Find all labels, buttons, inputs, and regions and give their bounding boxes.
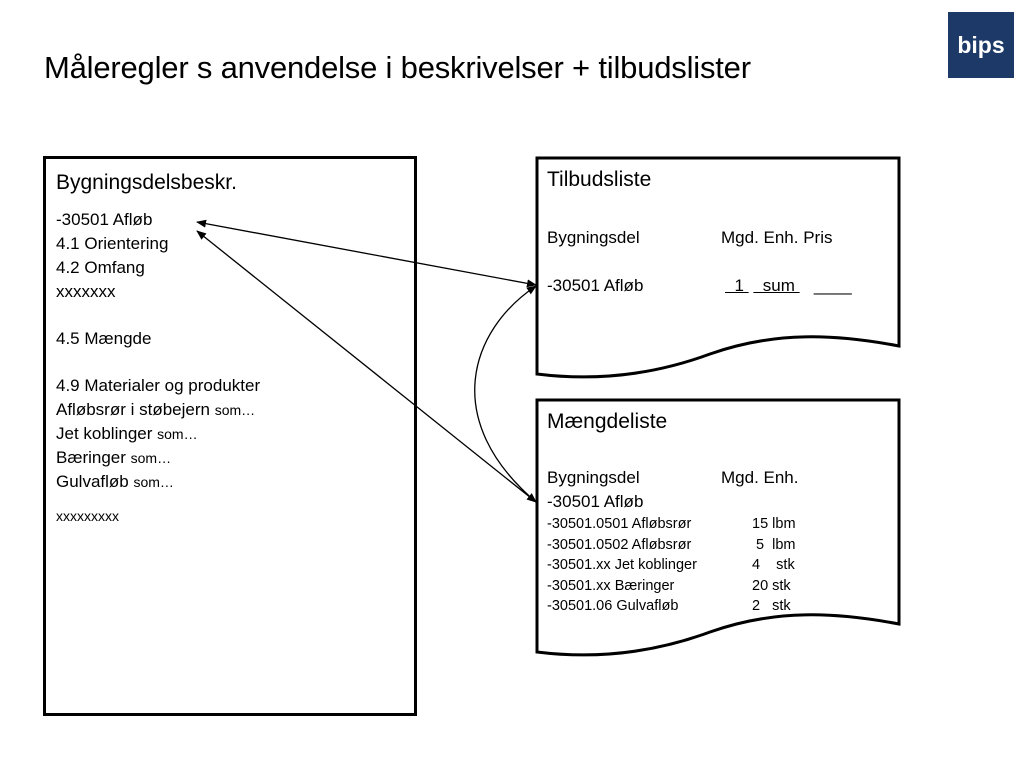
page-title: Måleregler s anvendelse i beskrivelser +…	[44, 50, 751, 85]
material-name: Afløbsrør i støbejern	[56, 400, 215, 419]
maengde-row-code: -30501.xx Bæringer	[547, 578, 675, 594]
arrow-tilbudsliste-to-maengdeliste	[474, 285, 537, 503]
section-line: 4.5 Mængde	[56, 329, 152, 348]
column-headers: Mgd. Enh. Pris	[721, 228, 833, 247]
material-suffix: som…	[157, 426, 198, 442]
maengde-row-qty: 20 stk	[752, 578, 791, 594]
section-line: xxxxxxx	[56, 282, 116, 301]
material-line: Jet koblinger som…	[56, 422, 404, 446]
box-heading: Bygningsdelsbeskr.	[56, 171, 237, 194]
material-line: Gulvafløb som…	[56, 470, 404, 494]
material-suffix: som…	[133, 474, 174, 490]
bips-logo: bips	[948, 12, 1014, 78]
tilbudsliste-heading: Tilbudsliste	[547, 168, 652, 191]
material-name: Gulvafløb	[56, 472, 134, 491]
maengde-row-qty: 2 stk	[752, 598, 791, 614]
logo-text: bips	[957, 32, 1004, 58]
maengdeliste-heading: Mængdeliste	[547, 410, 668, 433]
maengde-row-code: -30501.xx Jet koblinger	[547, 557, 697, 573]
column-header-bygningsdel: Bygningsdel	[547, 468, 640, 487]
arrow-afloeb-to-tilbudsliste	[196, 219, 537, 288]
maengdeliste-document-shape	[535, 398, 901, 657]
tilbud-quantity: 1 sum ____	[725, 276, 852, 296]
section-line: 4.1 Orientering	[56, 234, 169, 253]
tilbud-enh: sum	[753, 276, 800, 295]
maengde-row-qty: 4 stk	[752, 557, 795, 573]
section-line: 4.2 Omfang	[56, 258, 145, 277]
column-headers: Mgd. Enh.	[721, 468, 799, 487]
material-line: Bæringer som…	[56, 446, 404, 470]
arrow-orientering-to-maengdeliste	[196, 230, 537, 503]
tilbud-item: -30501 Afløb	[547, 276, 644, 295]
material-name: Jet koblinger	[56, 424, 158, 443]
maengde-row-code: -30501.06 Gulvafløb	[547, 598, 679, 614]
tilbudsliste-document-shape	[535, 156, 901, 379]
maengde-row-code: -30501.0501 Afløbsrør	[547, 516, 692, 532]
section-line: -30501 Afløb	[56, 210, 153, 229]
material-suffix: som…	[130, 450, 172, 466]
tilbud-mgd: 1	[725, 276, 749, 295]
tilbud-pris: ____	[813, 276, 852, 295]
column-header-bygningsdel: Bygningsdel	[547, 228, 640, 247]
section-line: xxxxxxxxx	[56, 508, 119, 524]
maengde-row-code: -30501.0502 Afløbsrør	[547, 537, 692, 553]
maengde-group: -30501 Afløb	[547, 492, 644, 511]
material-name: Bæringer	[56, 448, 131, 467]
maengde-row-qty: 15 lbm	[752, 516, 796, 532]
maengde-row-qty: 5 lbm	[752, 537, 796, 553]
logo-icon: bips	[957, 32, 1004, 58]
